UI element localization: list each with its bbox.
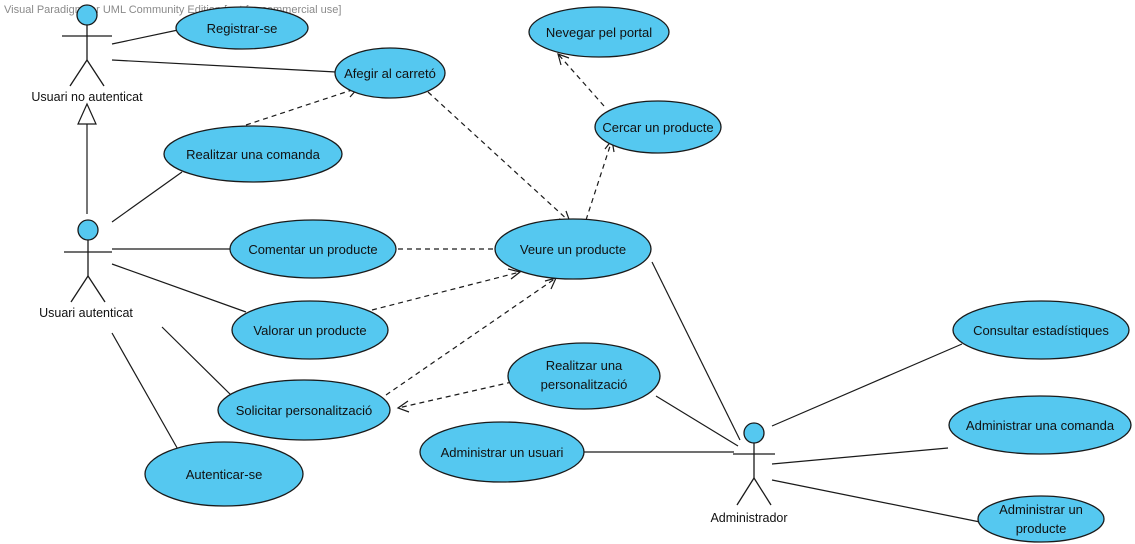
uc-registrar-label: Registrar-se — [207, 21, 278, 36]
uc-solicitar-personalitzacio[interactable]: Solicitar personalització — [217, 379, 391, 441]
uc-veure-producte-label: Veure un producte — [520, 242, 626, 257]
assoc-auth-solicitar — [161, 326, 235, 399]
dep-arrowhead-icon — [396, 400, 410, 413]
uc-administrar-comanda-label: Administrar una comanda — [966, 418, 1115, 433]
uc-administrar-producte-label-2: producte — [1016, 521, 1067, 536]
dep-arrowhead-icon — [544, 277, 558, 290]
uc-administrar-producte-label-1: Administrar un — [999, 502, 1083, 517]
uc-comentar-producte[interactable]: Comentar un producte — [229, 219, 397, 279]
actor-head-icon — [743, 422, 765, 444]
assoc-admin-producte — [771, 479, 981, 523]
dep-valorar-veure — [371, 271, 521, 311]
uc-administrar-comanda[interactable]: Administrar una comanda — [948, 395, 1132, 455]
uc-comentar-producte-label: Comentar un producte — [248, 242, 377, 257]
dep-solicitar-veure — [385, 277, 557, 396]
uc-valorar-producte-label: Valorar un producte — [253, 323, 366, 338]
uc-consultar-estadistiques[interactable]: Consultar estadístiques — [952, 300, 1130, 360]
uc-afegir-carreto[interactable]: Afegir al carretó — [334, 47, 446, 99]
assoc-admin-consultar — [771, 343, 963, 427]
uc-administrar-usuari[interactable]: Administrar un usuari — [419, 421, 585, 483]
actor-usuari-no-autenticat-label: Usuari no autenticat — [31, 90, 143, 104]
actor-administrador-label: Administrador — [710, 511, 787, 525]
uc-autenticar-label: Autenticar-se — [186, 467, 263, 482]
assoc-nonauth-afegir — [111, 59, 337, 73]
uc-registrar[interactable]: Registrar-se — [175, 6, 309, 50]
uc-cercar-producte[interactable]: Cercar un producte — [594, 100, 722, 154]
uc-realitzar-personalitzacio[interactable]: Realitzar una personalització — [507, 342, 661, 410]
uc-consultar-estadistiques-label: Consultar estadístiques — [973, 323, 1109, 338]
dep-veure-cercar — [585, 139, 613, 221]
actor-usuari-no-autenticat[interactable]: Usuari no autenticat — [31, 4, 143, 104]
uc-realitzar-personalitzacio-label-2: personalització — [541, 377, 628, 392]
uc-realitzar-personalitzacio-label-1: Realitzar una — [546, 358, 623, 373]
uc-navegar-portal[interactable]: Nevegar pel portal — [528, 6, 670, 58]
uc-afegir-carreto-label: Afegir al carretó — [344, 66, 436, 81]
assoc-auth-realitzar-comanda — [111, 171, 183, 223]
uc-navegar-portal-label: Nevegar pel portal — [546, 25, 652, 40]
actor-administrador[interactable]: Administrador — [710, 422, 788, 525]
actor-usuari-autenticat[interactable]: Usuari autenticat — [39, 219, 133, 320]
uc-veure-producte[interactable]: Veure un producte — [494, 218, 652, 280]
uc-administrar-producte[interactable]: Administrar un producte — [977, 495, 1105, 543]
dep-cercar-navegar — [557, 53, 605, 107]
dep-afegir-veure — [427, 91, 571, 223]
assoc-auth-autenticar — [111, 332, 181, 454]
dep-arrowhead-icon — [557, 53, 570, 66]
uc-administrar-usuari-label: Administrar un usuari — [441, 445, 564, 460]
uc-autenticar[interactable]: Autenticar-se — [144, 441, 304, 507]
uc-realitzar-comanda[interactable]: Realitzar una comanda — [163, 125, 343, 183]
assoc-auth-valorar — [111, 263, 247, 313]
generalization-arrow-icon — [77, 102, 97, 125]
dep-comanda-afegir — [245, 87, 359, 126]
uc-valorar-producte[interactable]: Valorar un producte — [231, 300, 389, 360]
actor-head-icon — [77, 219, 99, 241]
uc-solicitar-personalitzacio-label: Solicitar personalització — [236, 403, 373, 418]
assoc-nonauth-registrar — [111, 29, 179, 45]
actor-usuari-autenticat-label: Usuari autenticat — [39, 306, 133, 320]
assoc-admin-veure — [651, 261, 741, 441]
dep-realitzar-pers-solicitar — [397, 381, 513, 409]
actor-head-icon — [76, 4, 98, 26]
assoc-admin-realitzar-pers — [655, 395, 739, 447]
dep-arrowhead-icon — [507, 268, 522, 280]
uc-realitzar-comanda-label: Realitzar una comanda — [186, 147, 320, 162]
uc-cercar-producte-label: Cercar un producte — [602, 120, 713, 135]
assoc-admin-comanda — [771, 447, 949, 465]
